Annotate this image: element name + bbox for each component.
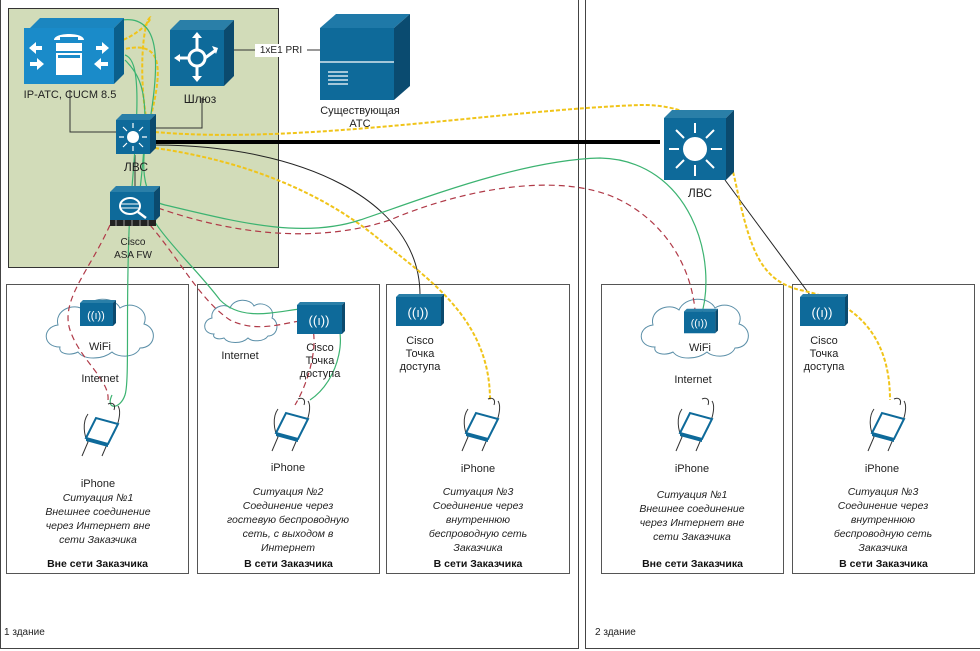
zone3-situation: Ситуация №3 Соединение через внутреннюю … <box>390 485 566 555</box>
situation-line: Внешнее соединение <box>639 503 745 515</box>
situation-line: гостевую беспроводную <box>226 514 350 526</box>
zone2-situation: Ситуация №2 Соединение через гостевую бе… <box>200 485 376 555</box>
zone2-internet-label: Internet <box>221 350 259 362</box>
existing-pbx-label-line2: АТС <box>349 118 371 130</box>
gateway-router-icon[interactable] <box>170 20 234 86</box>
ap-label-line: Точка <box>305 355 335 367</box>
zone1-iphone-label: iPhone <box>80 478 116 490</box>
situation-title: Ситуация №1 <box>656 489 728 501</box>
zone1-situation: Ситуация №1 Внешнее соединение через Инт… <box>10 491 186 547</box>
situation-line: Соединение через <box>242 500 334 512</box>
cucm-label: IP-АТС, CUCM 8.5 <box>23 89 117 101</box>
situation-line: Внешнее соединение <box>45 506 151 518</box>
ap-label-line: Точка <box>809 348 839 360</box>
lan-label: ЛВС <box>123 160 149 174</box>
asa-label: Cisco ASA FW <box>108 236 158 262</box>
zone3-network-label: В сети Заказчика <box>433 558 523 570</box>
lan-switch-icon[interactable] <box>116 114 156 154</box>
ap-label-line: Cisco <box>406 335 434 347</box>
internet-cloud-2 <box>204 299 278 343</box>
zone3-iphone-label: iPhone <box>460 463 496 475</box>
ap-label-line: доступа <box>399 361 441 373</box>
situation-line: Соединение через <box>432 500 524 512</box>
ap-label-line: Cisco <box>810 335 838 347</box>
iphone-hand-icon <box>271 397 311 452</box>
cisco-ap-icon: ((ı)) <box>297 302 345 334</box>
situation-line: сети Заказчика <box>653 531 731 543</box>
zone2-network-label: В сети Заказчика <box>244 558 333 570</box>
situation-title: Ситуация №3 <box>442 486 514 498</box>
situation-line: сети Заказчика <box>59 534 137 546</box>
ap-label-line: Точка <box>405 348 435 360</box>
zone5-situation: Ситуация №3 Соединение через внутреннюю … <box>795 485 971 555</box>
situation-line: через Интернет вне <box>639 517 745 529</box>
zone3-ap-label: Cisco Точка доступа <box>390 335 450 374</box>
situation-line: беспроводную сеть <box>833 528 933 540</box>
gateway-label: Шлюз <box>183 92 217 106</box>
ip-pbx-cucm-icon[interactable] <box>24 18 124 84</box>
asa-label-line2: ASA FW <box>114 250 152 261</box>
wifi-ap-icon: ((ı)) <box>684 308 718 334</box>
iphone-hand-icon <box>81 402 121 457</box>
situation-title: Ситуация №3 <box>847 486 919 498</box>
situation-line: Интернет <box>261 542 315 554</box>
zone1-network-label: Вне сети Заказчика <box>47 558 148 570</box>
cisco-ap-icon: ((ı)) <box>800 294 848 326</box>
wifi-ap-icon: ((ı)) <box>80 300 116 326</box>
existing-pbx-label: Существующая АТС <box>300 105 420 131</box>
iphone-hand-icon <box>461 397 501 452</box>
zone4-iphone-label: iPhone <box>674 463 710 475</box>
zone2-ap-label: Cisco Точка доступа <box>290 342 350 381</box>
iphone-hand-icon <box>675 397 715 452</box>
zone4-network-label: Вне сети Заказчика <box>642 558 743 570</box>
iphone-hand-icon <box>867 397 907 452</box>
zone5-network-label: В сети Заказчика <box>839 558 928 570</box>
zone4-internet-label: Internet <box>674 374 712 386</box>
zone2-iphone-label: iPhone <box>270 462 306 474</box>
zone1-internet-label: Internet <box>81 373 119 385</box>
zone5-iphone-label: iPhone <box>864 463 900 475</box>
lan-building2-label: ЛВС <box>687 186 713 200</box>
existing-pbx-label-line1: Существующая <box>320 105 400 117</box>
cisco-ap-icon: ((ı)) <box>396 294 444 326</box>
zone4-wifi-label: WiFi <box>689 342 711 354</box>
situation-line: беспроводную сеть <box>428 528 528 540</box>
lan-switch-building2-icon[interactable] <box>664 110 734 180</box>
ap-label-line: Cisco <box>306 342 334 354</box>
svg-text:((ı)): ((ı)) <box>812 305 833 320</box>
existing-pbx-icon[interactable] <box>320 14 410 100</box>
situation-line: внутреннюю <box>445 514 511 526</box>
situation-line: внутреннюю <box>850 514 916 526</box>
svg-text:((ı)): ((ı)) <box>691 319 708 330</box>
situation-title: Ситуация №2 <box>252 486 324 498</box>
situation-line: Соединение через <box>837 500 929 512</box>
situation-line: Заказчика <box>858 542 908 554</box>
svg-text:((ı)): ((ı)) <box>408 305 429 320</box>
building-2-label: 2 здание <box>595 627 636 638</box>
asa-firewall-icon[interactable] <box>110 186 160 228</box>
zone1-wifi-label: WiFi <box>89 341 111 353</box>
ap-label-line: доступа <box>803 361 845 373</box>
ap-label-line: доступа <box>299 368 341 380</box>
asa-label-line1: Cisco <box>120 237 146 248</box>
situation-title: Ситуация №1 <box>62 492 134 504</box>
pri-link-label: 1xE1 PRI <box>255 44 307 57</box>
situation-line: через Интернет вне <box>45 520 151 532</box>
svg-text:((ı)): ((ı)) <box>87 310 105 322</box>
zone5-ap-label: Cisco Точка доступа <box>794 335 854 374</box>
building-1-label: 1 здание <box>4 627 45 638</box>
svg-text:((ı)): ((ı)) <box>309 313 330 328</box>
zone4-situation: Ситуация №1 Внешнее соединение через Инт… <box>604 488 780 544</box>
situation-line: Заказчика <box>453 542 503 554</box>
situation-line: сеть, с выходом в <box>242 528 334 540</box>
